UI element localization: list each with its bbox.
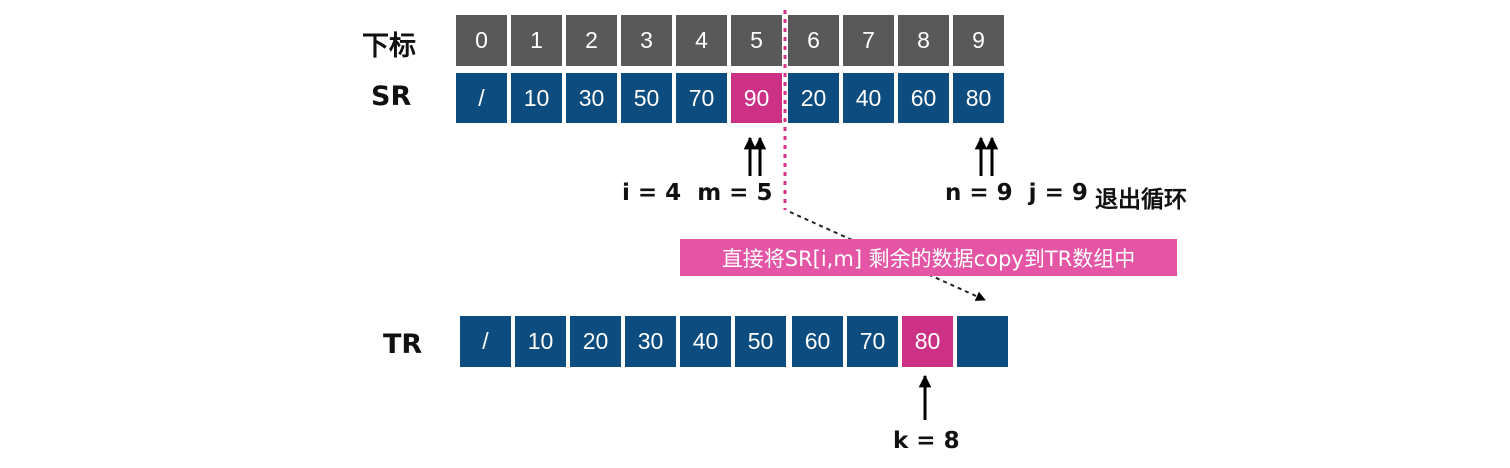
index-cell: 4 — [676, 15, 727, 66]
index-cell: 1 — [511, 15, 562, 66]
sr-cell: 20 — [788, 73, 839, 123]
sr-cell: 80 — [953, 73, 1004, 123]
tr-cell-highlighted: 80 — [902, 316, 953, 367]
tr-cell: 20 — [570, 316, 621, 367]
k-annotation: k = 8 — [893, 428, 960, 454]
exit-loop-annotation: 退出循环 — [1095, 187, 1187, 213]
sr-cell: 70 — [676, 73, 727, 123]
sr-cell-highlighted: 90 — [731, 73, 782, 123]
sr-cell: 10 — [511, 73, 562, 123]
sr-cell: / — [456, 73, 507, 123]
tr-cell: 10 — [515, 316, 566, 367]
index-cell: 9 — [953, 15, 1004, 66]
tr-cell: 50 — [735, 316, 786, 367]
index-cell: 5 — [731, 15, 782, 66]
n-j-annotation: n = 9 j = 9 — [945, 180, 1088, 206]
sr-cell: 40 — [843, 73, 894, 123]
index-row-label: 下标 — [362, 31, 416, 62]
index-cell: 6 — [788, 15, 839, 66]
index-cell: 7 — [843, 15, 894, 66]
i-m-annotation: i = 4 m = 5 — [622, 180, 773, 206]
index-cell: 2 — [566, 15, 617, 66]
tr-cell: / — [460, 316, 511, 367]
copy-callout: 直接将SR[i,m] 剩余的数据copy到TR数组中 — [680, 239, 1177, 276]
tr-cell: 40 — [680, 316, 731, 367]
tr-cell: 70 — [847, 316, 898, 367]
sr-cell: 60 — [898, 73, 949, 123]
tr-cell-empty — [957, 316, 1008, 367]
index-cell: 8 — [898, 15, 949, 66]
sr-cell: 50 — [621, 73, 672, 123]
sr-row-label: SR — [371, 81, 412, 112]
index-cell: 0 — [456, 15, 507, 66]
tr-cell: 30 — [625, 316, 676, 367]
sr-cell: 30 — [566, 73, 617, 123]
index-cell: 3 — [621, 15, 672, 66]
tr-row-label: TR — [383, 329, 423, 360]
tr-cell: 60 — [792, 316, 843, 367]
